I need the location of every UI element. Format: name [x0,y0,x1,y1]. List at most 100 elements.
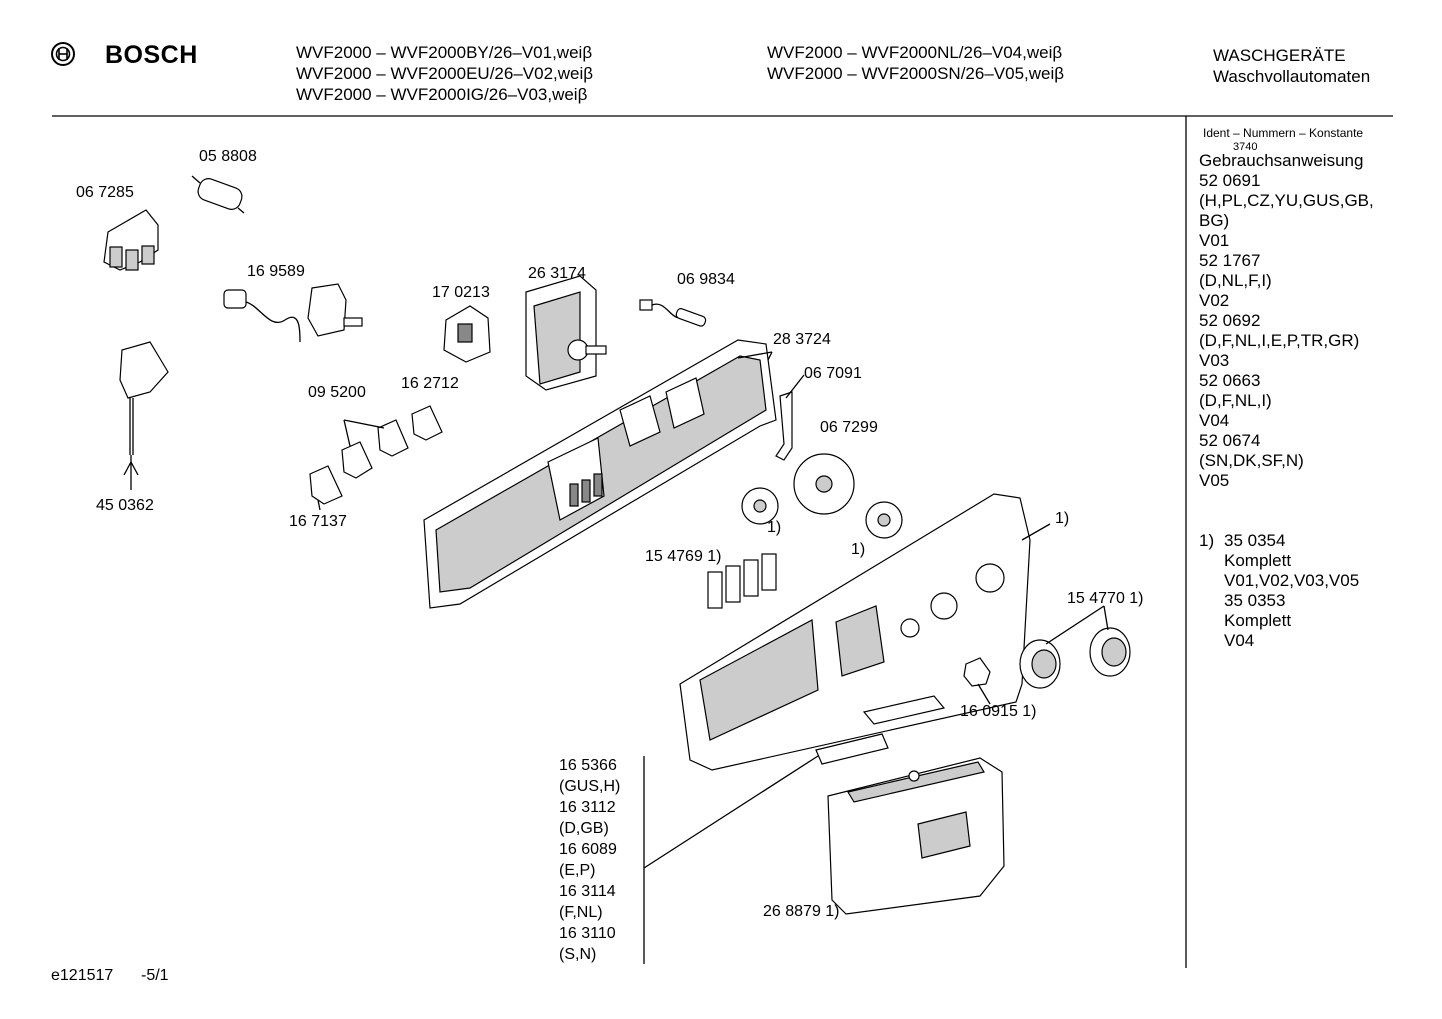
footnote-line: V01,V02,V03,V05 [1224,571,1360,590]
part-terminal-block [103,209,159,271]
label-list-item: 16 5366 [559,757,617,774]
part-number: 06 7285 [76,184,134,201]
part-switch-095200-a [341,441,373,479]
sidebar-line: V05 [1199,471,1230,490]
part-switch-095200-b [377,419,409,457]
model-line-2: WVF2000 – WVF2000EU/26–V02,weiβ [296,64,594,83]
part-switch-170213 [443,305,491,363]
footnote-ref: 1) [1055,510,1070,527]
footnote-line: Komplett [1224,611,1292,630]
part-number: 15 4770 1) [1067,590,1144,607]
label-list-item: 16 3114 [559,883,616,900]
sidebar-line: 52 1767 [1199,251,1261,270]
leader-label-list [643,755,819,869]
footnote-line: Komplett [1224,551,1292,570]
sidebar-line: V02 [1199,291,1230,310]
label-list-item: 16 3110 [559,925,616,942]
category-title: WASCHGERÄTE [1213,46,1346,65]
sidebar-line: (SN,DK,SF,N) [1199,451,1304,470]
part-sensor [639,299,707,327]
label-list-item: (F,NL) [559,904,603,921]
part-small-knob [963,657,991,687]
sidebar-line: 52 0691 [1199,171,1261,190]
label-list-item: 16 6089 [559,841,617,858]
part-lever [775,391,793,461]
part-fascia-panel [679,493,1031,771]
sidebar-line: (D,NL,F,I) [1199,271,1272,290]
part-number: 06 7299 [820,419,878,436]
part-switch-167137 [309,465,343,505]
footnote-marker: 1) [1199,531,1215,550]
part-label-strip-a [862,695,946,725]
model-line-3: WVF2000 – WVF2000IG/26–V03,weiβ [296,85,588,104]
part-thermostat [223,283,363,343]
part-knob-insert-b [865,501,903,539]
sidebar-line: (D,F,NL,I,E,P,TR,GR) [1199,331,1360,350]
part-knob-insert-a [741,487,779,525]
leader-154770-a [1045,605,1105,645]
sidebar-line: BG) [1199,211,1230,230]
part-switch-162712 [411,405,443,441]
part-number: 15 4769 1) [645,548,722,565]
part-label-strip-b [815,733,889,765]
leader-283724-a [737,351,773,359]
category-subtitle: Waschvollautomaten [1213,67,1371,86]
ident-number: 3740 [1233,141,1258,153]
part-number: 17 0213 [432,284,490,301]
sidebar-line: (H,PL,CZ,YU,GUS,GB, [1199,191,1374,210]
part-drawer-handle [827,757,1005,915]
part-number: 16 2712 [401,375,459,392]
part-control-panel-frame [423,339,777,609]
leader-095200-b [343,419,385,429]
ident-label: Ident – Nummern – Konstante [1203,126,1364,140]
part-programme-timer [525,275,607,391]
part-number: 26 8879 1) [763,903,840,920]
sidebar-line: V03 [1199,351,1230,370]
footnote-line: 35 0353 [1224,591,1286,610]
sidebar-line: (D,F,NL,I) [1199,391,1272,410]
footnote-ref: 1) [767,519,782,536]
leader-fascia-note [1021,523,1051,541]
sidebar-line: V04 [1199,411,1230,430]
model-line-5: WVF2000 – WVF2000SN/26–V05,weiβ [767,64,1065,83]
page-number: -5/1 [141,967,169,984]
footnote-line: 35 0354 [1224,531,1286,550]
sidebar-line: 52 0663 [1199,371,1261,390]
sidebar-line: 52 0674 [1199,431,1261,450]
model-line-4: WVF2000 – WVF2000NL/26–V04,weiβ [767,43,1063,62]
part-mains-plug [119,341,169,490]
leader-067091 [785,374,805,399]
part-number: 09 5200 [308,384,366,401]
part-number: 26 3174 [528,265,586,282]
part-number: 16 7137 [289,513,347,530]
part-number: 16 9589 [247,263,305,280]
part-disc [793,453,855,515]
label-list-item: (D,GB) [559,820,609,837]
footnote-line: V04 [1224,631,1255,650]
label-list-item: (E,P) [559,862,596,879]
part-number: 06 9834 [677,271,735,288]
footnote-ref: 1) [851,541,866,558]
part-number: 45 0362 [96,497,154,514]
label-list-item: 16 3112 [559,799,616,816]
brand-name: BOSCH [105,41,198,69]
bosch-logo-icon [51,42,75,66]
label-list-item: (GUS,H) [559,778,621,795]
part-push-buttons [707,553,777,609]
model-line-1: WVF2000 – WVF2000BY/26–V01,weiβ [296,43,593,62]
sidebar-line: V01 [1199,231,1230,250]
label-list-item: (S,N) [559,946,597,963]
part-number: 05 8808 [199,148,257,165]
sidebar-line: 52 0692 [1199,311,1261,330]
sidebar-line: Gebrauchsanweisung [1199,151,1364,170]
part-capacitor [191,175,245,214]
leader-160915 [977,683,991,705]
part-number: 06 7091 [804,365,862,382]
leader-154770-b [1103,605,1109,631]
leader-283724-b [767,351,773,361]
doc-id: e121517 [51,967,114,984]
leader-095200-a [343,419,351,447]
leader-167137 [317,499,321,511]
part-number: 28 3724 [773,331,831,348]
